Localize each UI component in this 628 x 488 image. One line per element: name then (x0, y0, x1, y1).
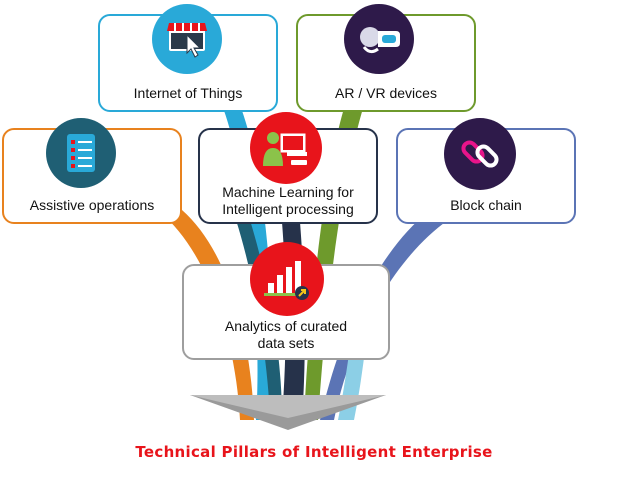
node-assistive-label: Assistive operations (29, 197, 155, 213)
node-arvr-label: AR / VR devices (335, 85, 437, 101)
node-analytics-line1: Analytics of curated (224, 318, 348, 334)
person-computer-icon (250, 112, 322, 184)
diagram-caption: Technical Pillars of Intelligent Enterpr… (135, 443, 493, 461)
bar-chart-icon (250, 242, 324, 316)
node-ml-line1: Machine Learning for (222, 184, 354, 200)
node-blockchain-label: Block chain (450, 197, 522, 213)
arrow-head-shade (190, 395, 386, 418)
checklist-icon (46, 118, 116, 188)
node-ml-line2: Intelligent processing (222, 201, 354, 217)
vr-headset-icon (344, 4, 414, 74)
chain-link-icon (444, 118, 516, 190)
node-iot-label: Internet of Things (133, 85, 243, 101)
ribbon-teal (236, 220, 282, 420)
node-analytics-line2: data sets (257, 335, 315, 351)
storefront-cursor-icon (152, 4, 222, 74)
